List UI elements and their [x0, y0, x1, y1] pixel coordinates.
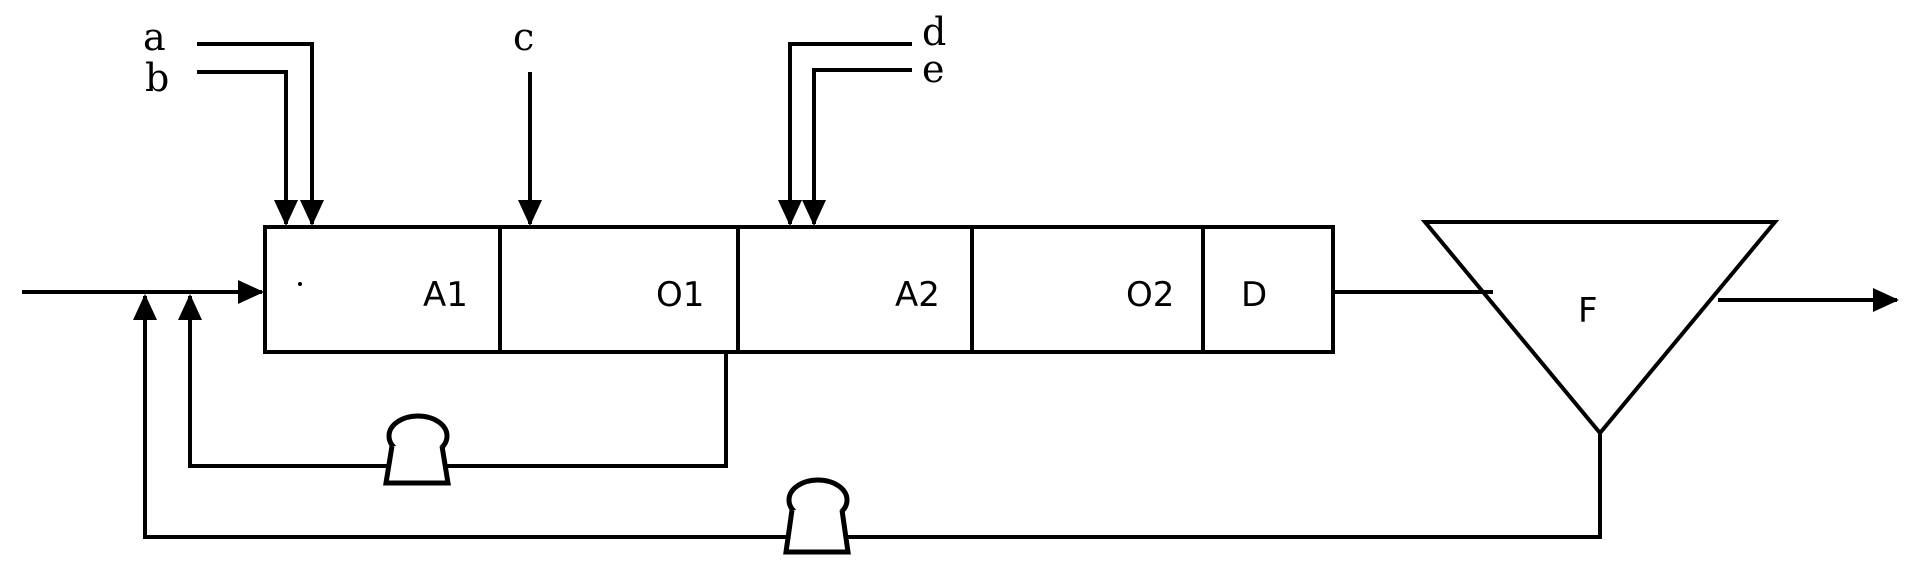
zone-label-o1: O1 — [656, 275, 704, 315]
sludge-return-line — [133, 294, 1602, 539]
internal-recycle-line — [178, 294, 728, 468]
clarifier-tank — [1420, 220, 1780, 437]
clarifier-label: F — [1578, 291, 1598, 331]
zone-label-o2: O2 — [1126, 275, 1174, 315]
input-label-a: a — [143, 15, 166, 59]
input-label-b: b — [145, 56, 169, 100]
input-line-d — [778, 42, 912, 226]
zone-label-d: D — [1241, 275, 1267, 315]
pump-icon — [383, 413, 451, 486]
input-line-b — [197, 70, 298, 226]
input-label-e: e — [922, 47, 945, 91]
stray-dot — [298, 282, 302, 286]
input-line-a — [197, 42, 324, 226]
input-label-c: c — [513, 15, 534, 59]
reactor-tank — [263, 225, 1335, 354]
input-line-e — [802, 68, 912, 226]
zone-label-a2: A2 — [895, 275, 940, 315]
zone-label-a1: A1 — [423, 275, 468, 315]
input-label-d: d — [922, 10, 946, 54]
pump-icon — [783, 477, 851, 555]
